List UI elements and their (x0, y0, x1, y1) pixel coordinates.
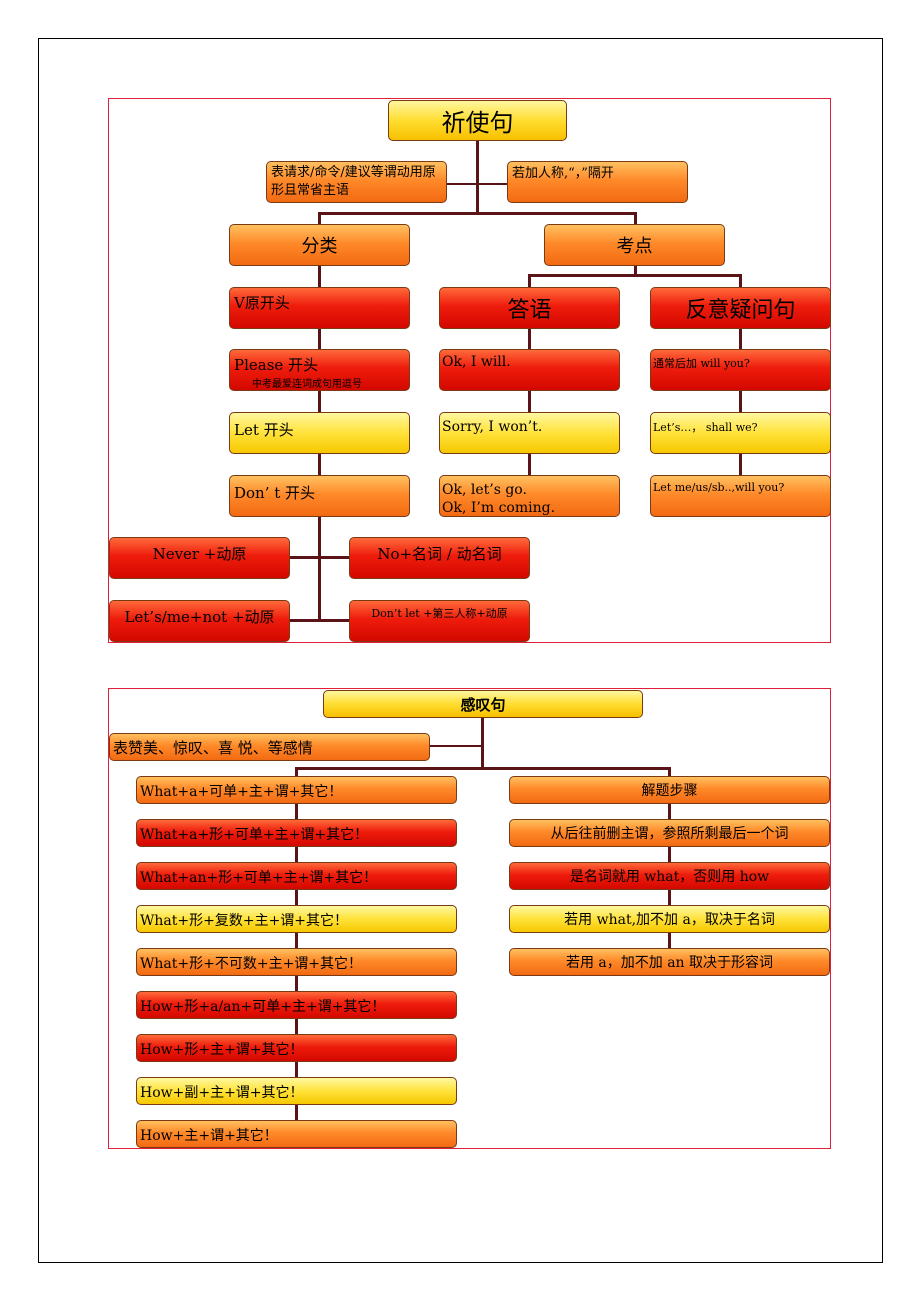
category-please-label: Please 开头 (234, 356, 319, 374)
pattern-7: How+形+主+谓+其它！ (136, 1034, 457, 1062)
imperative-note-right: 若加人称,“，”隔开 (507, 161, 688, 203)
tag-will-you: 通常后加 will you? (650, 349, 831, 391)
answer-coming: Ok, I’m coming. (442, 500, 556, 516)
pattern-8: How+副+主+谓+其它！ (136, 1077, 457, 1105)
pattern-1: What+a+可单+主+谓+其它！ (136, 776, 457, 804)
answer-go-coming: Ok, let’s go. Ok, I’m coming. (439, 475, 620, 517)
never-node: Never +动原 (109, 537, 290, 579)
pattern-5: What+形+不可数+主+谓+其它！ (136, 948, 457, 976)
exclamatory-note: 表赞美、惊叹、喜 悦、等感情 (109, 733, 430, 761)
category-head: 分类 (229, 224, 410, 266)
answer-sorry: Sorry, I won’t. (439, 412, 620, 454)
exam-head: 考点 (544, 224, 725, 266)
pattern-9: How+主+谓+其它！ (136, 1120, 457, 1148)
category-please-note: 中考最爱连词成句用逗号 (252, 379, 362, 390)
tag-let-me-us: Let me/us/sb..,will you? (650, 475, 831, 517)
exclamatory-title: 感叹句 (323, 690, 643, 718)
lets-not-node: Let’s/me+not +动原 (109, 600, 290, 642)
imperative-title: 祈使句 (388, 100, 567, 141)
answer-lets-go: Ok, let’s go. (442, 482, 527, 498)
no-noun-node: No+名词 / 动名词 (349, 537, 530, 579)
pattern-4: What+形+复数+主+谓+其它！ (136, 905, 457, 933)
tag-shall-we: Let’s…， shall we? (650, 412, 831, 454)
steps-head: 解题步骤 (509, 776, 830, 804)
pattern-2: What+a+形+可单+主+谓+其它！ (136, 819, 457, 847)
category-dont: Don’ t 开头 (229, 475, 410, 517)
answer-ok-will: Ok, I will. (439, 349, 620, 391)
category-let: Let 开头 (229, 412, 410, 454)
imperative-note-left: 表请求/命令/建议等谓动用原形且常省主语 (266, 161, 447, 203)
pattern-6: How+形+a/an+可单+主+谓+其它！ (136, 991, 457, 1019)
tag-question-head: 反意疑问句 (650, 287, 831, 329)
exclamatory-diagram-frame (108, 688, 831, 1149)
step-2: 是名词就用 what，否则用 how (509, 862, 830, 890)
step-3: 若用 what,加不加 a，取决于名词 (509, 905, 830, 933)
page-border (38, 38, 883, 1263)
step-1: 从后往前删主谓，参照所剩最后一个词 (509, 819, 830, 847)
answer-head: 答语 (439, 287, 620, 329)
pattern-3: What+an+形+可单+主+谓+其它！ (136, 862, 457, 890)
category-v-base: V原开头 (229, 287, 410, 329)
category-please: Please 开头 中考最爱连词成句用逗号 (229, 349, 410, 391)
step-4: 若用 a，加不加 an 取决于形容词 (509, 948, 830, 976)
dont-let-node: Don’t let +第三人称+动原 (349, 600, 530, 642)
